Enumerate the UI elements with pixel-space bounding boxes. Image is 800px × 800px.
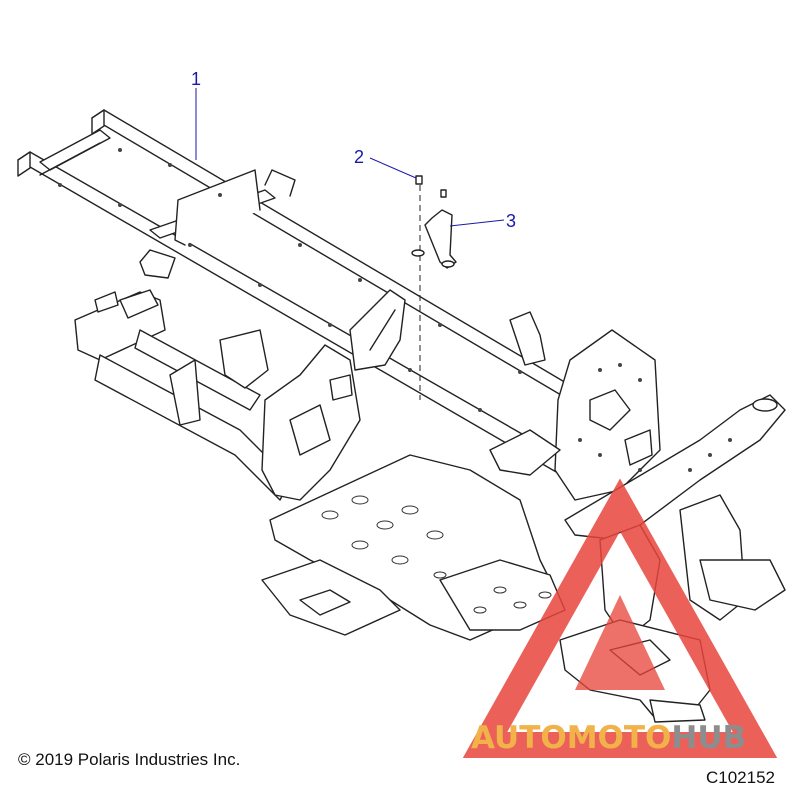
watermark-logo-icon: [462, 478, 778, 758]
figure-id: C102152: [706, 768, 776, 787]
copyright-notice: © 2019 Polaris Industries Inc.: [18, 750, 241, 769]
rear-plate-holes: [578, 363, 732, 472]
lower-left-frame: [74, 289, 361, 501]
watermark-part2: HUB: [671, 720, 747, 756]
floor-holes: [321, 495, 552, 614]
floor-pan: [261, 454, 566, 641]
watermark-brand: AUTOMOTOHUB: [471, 720, 746, 756]
bracket-part-3: [411, 209, 457, 269]
rear-plate: [489, 311, 661, 501]
screw-part-2: [415, 175, 447, 198]
callout-1[interactable]: 1: [191, 69, 202, 89]
callout-3[interactable]: 3: [506, 211, 517, 231]
callout-2[interactable]: 2: [354, 147, 365, 167]
leader-lines: [195, 88, 505, 227]
rail-holes: [58, 148, 522, 412]
upper-frame-rails: [17, 109, 596, 481]
watermark-part1: AUTOMOTO: [471, 720, 672, 756]
